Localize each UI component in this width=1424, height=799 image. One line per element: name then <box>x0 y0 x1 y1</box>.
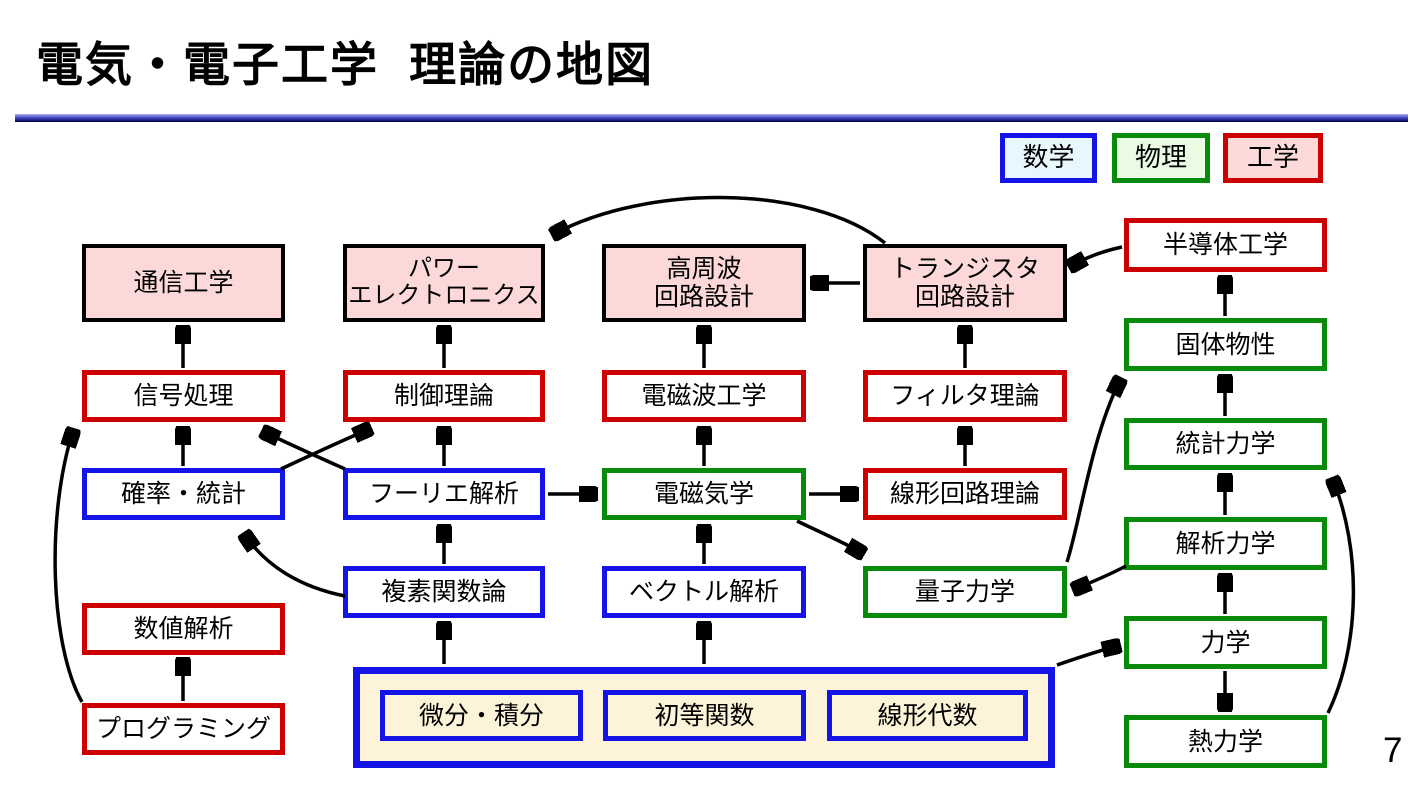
node-communication-engineering: 通信工学 <box>82 244 285 322</box>
node-linear-algebra: 線形代数 <box>827 690 1028 741</box>
node-linear-circuit-theory: 線形回路理論 <box>863 468 1067 520</box>
node-analytical-mechanics: 解析力学 <box>1124 517 1327 570</box>
edge-transistor-power <box>554 195 887 245</box>
node-rf-circuit-design: 高周波 回路設計 <box>602 244 806 322</box>
node-quantum-mechanics: 量子力学 <box>863 566 1067 618</box>
legend-math: 数学 <box>1000 133 1097 183</box>
node-electromagnetics: 電磁気学 <box>602 468 806 520</box>
edge-analytical-quantum <box>1075 564 1127 589</box>
edge-fourier-signal <box>264 432 346 471</box>
node-thermodynamics: 熱力学 <box>1124 715 1327 768</box>
node-fourier-analysis: フーリエ解析 <box>343 468 545 520</box>
edge-programming-signal <box>53 431 84 703</box>
node-numerical-analysis: 数値解析 <box>82 603 285 655</box>
page-number: 7 <box>1383 731 1403 770</box>
node-semiconductor-engineering: 半導体工学 <box>1124 218 1327 272</box>
node-signal-processing: 信号処理 <box>82 370 285 422</box>
node-mechanics: 力学 <box>1124 616 1327 669</box>
title-divider <box>15 114 1408 122</box>
edge-complex-probstat <box>245 535 346 598</box>
edge-probstat-control <box>280 429 369 471</box>
edge-em-quantum <box>796 519 862 553</box>
node-statistical-mechanics: 統計力学 <box>1124 418 1327 470</box>
node-solid-state-physics: 固体物性 <box>1124 318 1327 371</box>
node-em-wave-engineering: 電磁波工学 <box>602 370 806 422</box>
node-control-theory: 制御理論 <box>343 370 545 422</box>
node-complex-function-theory: 複素関数論 <box>343 566 545 618</box>
edge-basics-mechanics <box>1056 646 1118 667</box>
edge-thermo-statmech <box>1328 480 1356 714</box>
edge-quantum-solid <box>1065 380 1120 563</box>
legend-physics: 物理 <box>1112 133 1210 183</box>
node-calculus: 微分・積分 <box>380 690 583 741</box>
legend-engineering: 工学 <box>1223 133 1323 183</box>
node-elementary-functions: 初等関数 <box>603 690 806 741</box>
edge-semiconductor-transistor <box>1071 245 1123 266</box>
page-title: 電気・電子工学 理論の地図 <box>36 38 655 91</box>
node-filter-theory: フィルタ理論 <box>863 370 1067 422</box>
node-transistor-circuit-design: トランジスタ 回路設計 <box>863 244 1067 322</box>
node-programming: プログラミング <box>82 703 285 755</box>
node-power-electronics: パワー エレクトロニクス <box>343 244 545 322</box>
node-vector-analysis: ベクトル解析 <box>602 566 806 618</box>
node-probability-statistics: 確率・統計 <box>82 468 285 520</box>
